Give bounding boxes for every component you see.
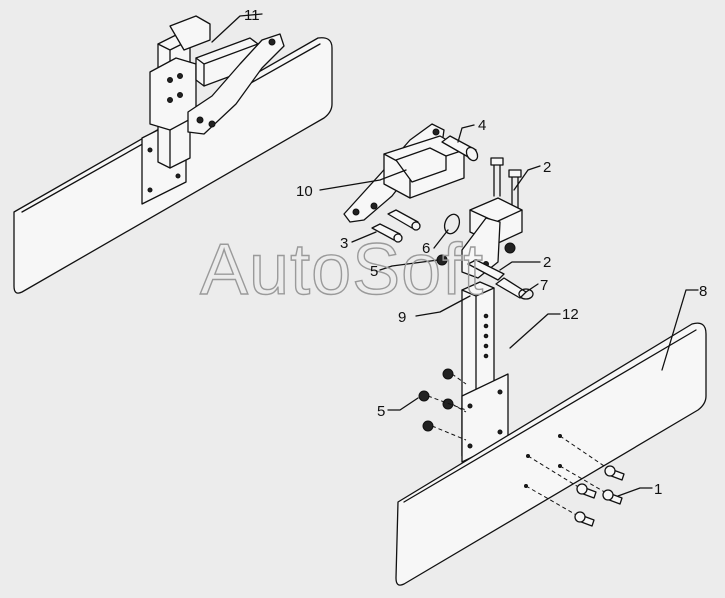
nuts-5-lower bbox=[418, 368, 467, 441]
callout-labels: 11 4 2 10 3 6 5 2 7 9 12 8 5 1 bbox=[244, 7, 707, 498]
bolt-4 bbox=[441, 135, 479, 162]
blade-8 bbox=[395, 322, 707, 586]
assembled-view bbox=[13, 15, 333, 294]
callout-8: 8 bbox=[699, 283, 707, 300]
callout-6: 6 bbox=[422, 240, 430, 257]
vertical-bolts bbox=[490, 157, 522, 209]
callout-4: 4 bbox=[478, 117, 486, 134]
callout-2-upper: 2 bbox=[543, 159, 551, 176]
callout-9: 9 bbox=[398, 309, 406, 326]
callout-7: 7 bbox=[540, 277, 548, 294]
exploded-bracket bbox=[343, 123, 465, 223]
bolts-3 bbox=[371, 209, 421, 243]
callout-10: 10 bbox=[296, 183, 313, 200]
pin-7 bbox=[495, 277, 534, 300]
assembled-bracket bbox=[169, 15, 211, 51]
callout-5-upper: 5 bbox=[370, 263, 378, 280]
callout-11: 11 bbox=[244, 7, 260, 24]
leader-lines bbox=[211, 13, 699, 497]
callout-12: 12 bbox=[562, 306, 579, 323]
pin-6 bbox=[443, 213, 461, 235]
hitch-clamp bbox=[461, 197, 523, 281]
watermark: AutoSoft bbox=[200, 230, 484, 310]
callout-1: 1 bbox=[654, 481, 662, 498]
callout-2-lower: 2 bbox=[543, 254, 551, 271]
bolts-1 bbox=[525, 435, 625, 527]
assembled-side-arm bbox=[187, 33, 285, 135]
callout-5-lower: 5 bbox=[377, 403, 385, 420]
callout-3: 3 bbox=[340, 235, 348, 252]
